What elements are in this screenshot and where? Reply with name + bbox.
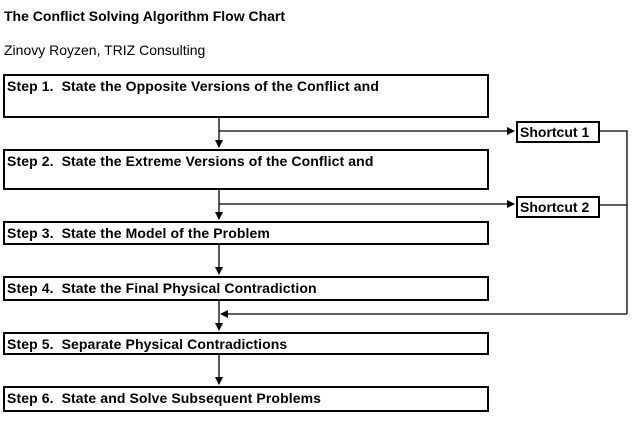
step-2-box: Step 2. State the Extreme Versions of th… <box>3 149 489 190</box>
shortcut-2-label: Shortcut 2 <box>520 199 590 215</box>
step-6-label: Step 6. State and Solve Subsequent Probl… <box>7 390 322 406</box>
shortcut-2-box: Shortcut 2 <box>516 196 600 218</box>
step-1-label: Step 1. State the Opposite Versions of t… <box>7 78 379 94</box>
shortcut-1-label: Shortcut 1 <box>520 124 590 140</box>
shortcut-1-box: Shortcut 1 <box>516 121 600 143</box>
step-5-box: Step 5. Separate Physical Contradictions <box>3 332 489 355</box>
step-4-box: Step 4. State the Final Physical Contrad… <box>3 276 489 301</box>
step-4-label: Step 4. State the Final Physical Contrad… <box>7 280 317 296</box>
step-3-label: Step 3. State the Model of the Problem <box>7 225 270 241</box>
step-2-label: Step 2. State the Extreme Versions of th… <box>7 153 374 169</box>
step-5-label: Step 5. Separate Physical Contradictions <box>7 336 288 352</box>
page-title: The Conflict Solving Algorithm Flow Char… <box>4 8 286 24</box>
step-3-box: Step 3. State the Model of the Problem <box>3 221 489 245</box>
shortcut-1-return-line <box>598 130 628 314</box>
author-line: Zinovy Royzen, TRIZ Consulting <box>4 42 206 58</box>
step-1-box: Step 1. State the Opposite Versions of t… <box>3 74 489 118</box>
step-6-box: Step 6. State and Solve Subsequent Probl… <box>3 386 489 412</box>
